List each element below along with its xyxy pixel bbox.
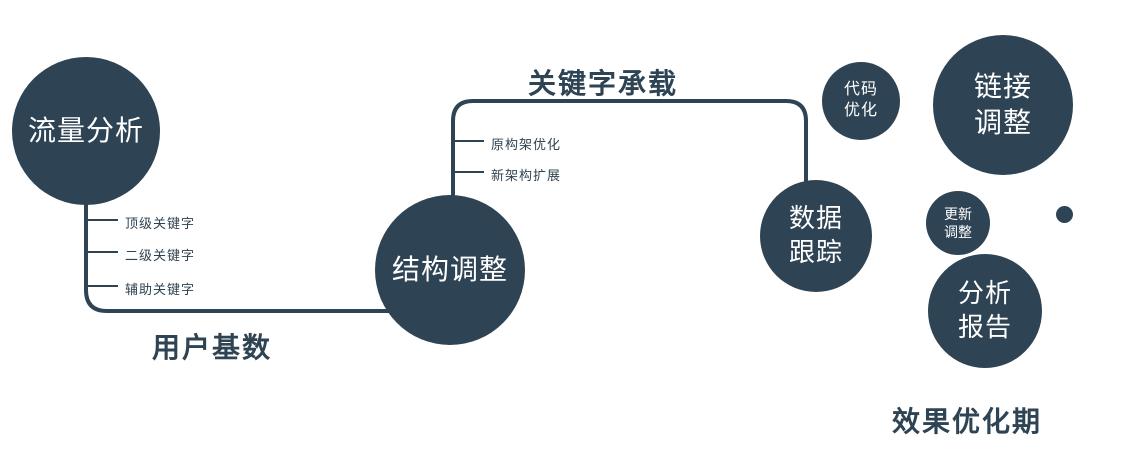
node-structure-adjust-label: 结构调整 [391,253,508,285]
tick-marks [86,140,484,287]
node-update-adjust-line1: 更新 [944,205,972,222]
tick-label-original-arch: 原构架优化 [491,137,562,152]
node-link-adjust-line1: 链接 [973,70,1032,102]
node-link-adjust: 链接 调整 [933,35,1073,175]
node-data-tracking: 数据 跟踪 [760,180,872,292]
node-data-tracking-line1: 数据 [788,203,843,234]
node-analysis-report-line1: 分析 [957,278,1012,309]
edge-traffic-to-structure [84,170,435,313]
tick-label-second-keywords: 二级关键字 [125,248,196,263]
node-code-optimize-line1: 代码 [843,81,878,99]
node-data-tracking-line2: 跟踪 [788,237,843,267]
node-dot [1056,206,1073,223]
node-analysis-report-line2: 报告 [957,312,1012,342]
node-traffic-analysis: 流量分析 [12,57,160,205]
node-update-adjust-line2: 调整 [944,224,972,240]
node-structure-adjust: 结构调整 [375,195,525,345]
node-update-adjust: 更新 调整 [926,191,990,255]
node-analysis-report: 分析 报告 [928,254,1042,368]
node-code-optimize-line2: 优化 [843,102,878,119]
edge-label-keyword-carry: 关键字承载 [528,68,679,99]
tick-label-aux-keywords: 辅助关键字 [125,282,196,297]
footer-label: 效果优化期 [892,406,1043,437]
edge-structure-to-tracking [451,99,808,245]
edge-label-user-base: 用户基数 [152,332,273,363]
tick-label-new-arch: 新架构扩展 [491,168,562,183]
node-traffic-analysis-label: 流量分析 [27,114,144,146]
node-code-optimize: 代码 优化 [822,62,900,140]
node-link-adjust-line2: 调整 [973,107,1032,138]
tick-label-top-keywords: 顶级关键字 [125,216,196,231]
